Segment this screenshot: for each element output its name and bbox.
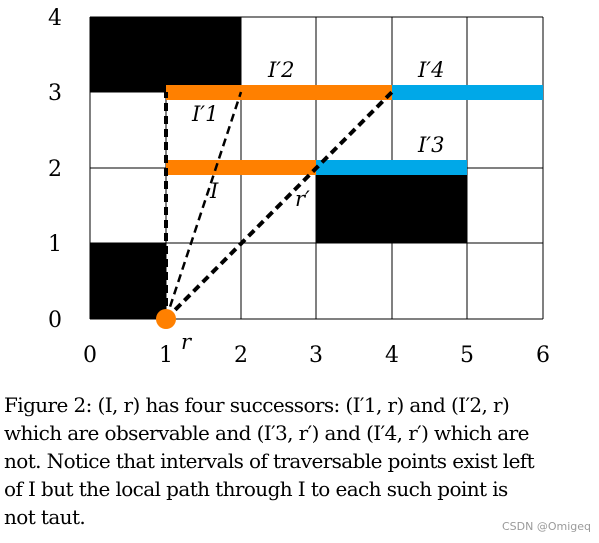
x-tick-6: 6 [536, 343, 550, 368]
x-tick-0: 0 [83, 343, 97, 368]
caption-line-1: Figure 2: (I, r) has four successors: (I… [4, 393, 510, 417]
x-tick-5: 5 [460, 343, 474, 368]
label-i1: I′1 [191, 102, 218, 126]
grid [89, 16, 544, 320]
path-to-i4 [164, 90, 394, 321]
label-r-prime: r′ [295, 187, 310, 211]
label-i3: I′3 [417, 133, 444, 157]
y-tick-0: 0 [48, 308, 62, 333]
y-tick-3: 3 [48, 81, 62, 106]
y-tick-4: 4 [48, 6, 62, 31]
label-i2: I′2 [267, 58, 294, 82]
x-tick-1: 1 [159, 343, 173, 368]
x-tick-4: 4 [385, 343, 399, 368]
label-i: I [209, 179, 219, 203]
interval-i3-blue [316, 160, 467, 175]
interval-i-orange [166, 160, 316, 175]
caption-line-5: not taut. [4, 505, 86, 529]
interval-i2-orange [166, 85, 392, 100]
figure-caption: Figure 2: (I, r) has four successors: (I… [4, 391, 594, 531]
caption-line-3: not. Notice that intervals of traversabl… [4, 449, 535, 473]
label-r: r [181, 330, 193, 354]
interval-i4-blue [392, 85, 543, 100]
label-i4: I′4 [417, 58, 444, 82]
interval-diagram: 0 1 2 3 4 5 6 0 1 2 3 4 I′1 I′2 I′4 I′3 … [48, 6, 550, 368]
y-tick-1: 1 [48, 232, 62, 257]
y-tick-2: 2 [48, 157, 62, 182]
watermark: CSDN @Omigeq [501, 520, 591, 533]
obstacle-bottom-left [90, 243, 166, 319]
caption-line-2: which are observable and (I′3, r′) and (… [4, 421, 529, 445]
path-to-i2 [164, 91, 243, 320]
x-tick-2: 2 [234, 343, 248, 368]
x-tick-3: 3 [309, 343, 323, 368]
caption-line-4: of I but the local path through I to eac… [4, 477, 508, 501]
root-point-r [156, 309, 176, 329]
